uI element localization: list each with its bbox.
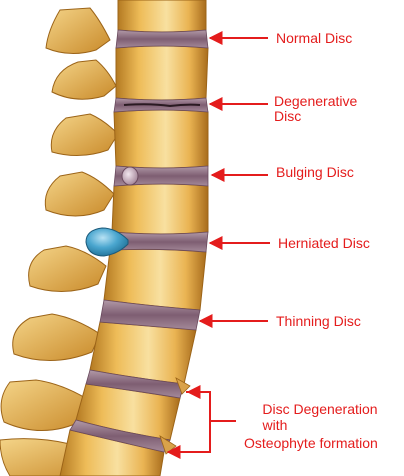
label-bulging-disc: Bulging Disc — [276, 164, 354, 180]
osteophyte-disc-lower — [69, 419, 171, 453]
normal-disc — [115, 29, 209, 49]
bulging-disc — [113, 165, 209, 187]
label-thinning-disc: Thinning Disc — [276, 313, 361, 329]
intervertebral-discs — [69, 29, 209, 455]
posterior-processes — [0, 7, 121, 476]
osteophyte-disc-upper — [85, 369, 185, 399]
label-herniated-disc: Herniated Disc — [278, 235, 370, 251]
pointer-arrows — [166, 31, 270, 459]
herniated-disc — [109, 231, 209, 253]
label-degenerative-disc-line2: Disc — [274, 108, 302, 124]
label-osteophyte-line1: Disc Degeneration — [262, 401, 378, 417]
label-degenerative-disc-line1: Degenerative — [274, 93, 358, 109]
label-osteophyte-line3: Osteophyte formation — [244, 435, 378, 451]
label-osteophyte-line2: with — [262, 417, 288, 433]
label-normal-disc: Normal Disc — [276, 30, 353, 46]
thinning-disc — [99, 299, 201, 331]
